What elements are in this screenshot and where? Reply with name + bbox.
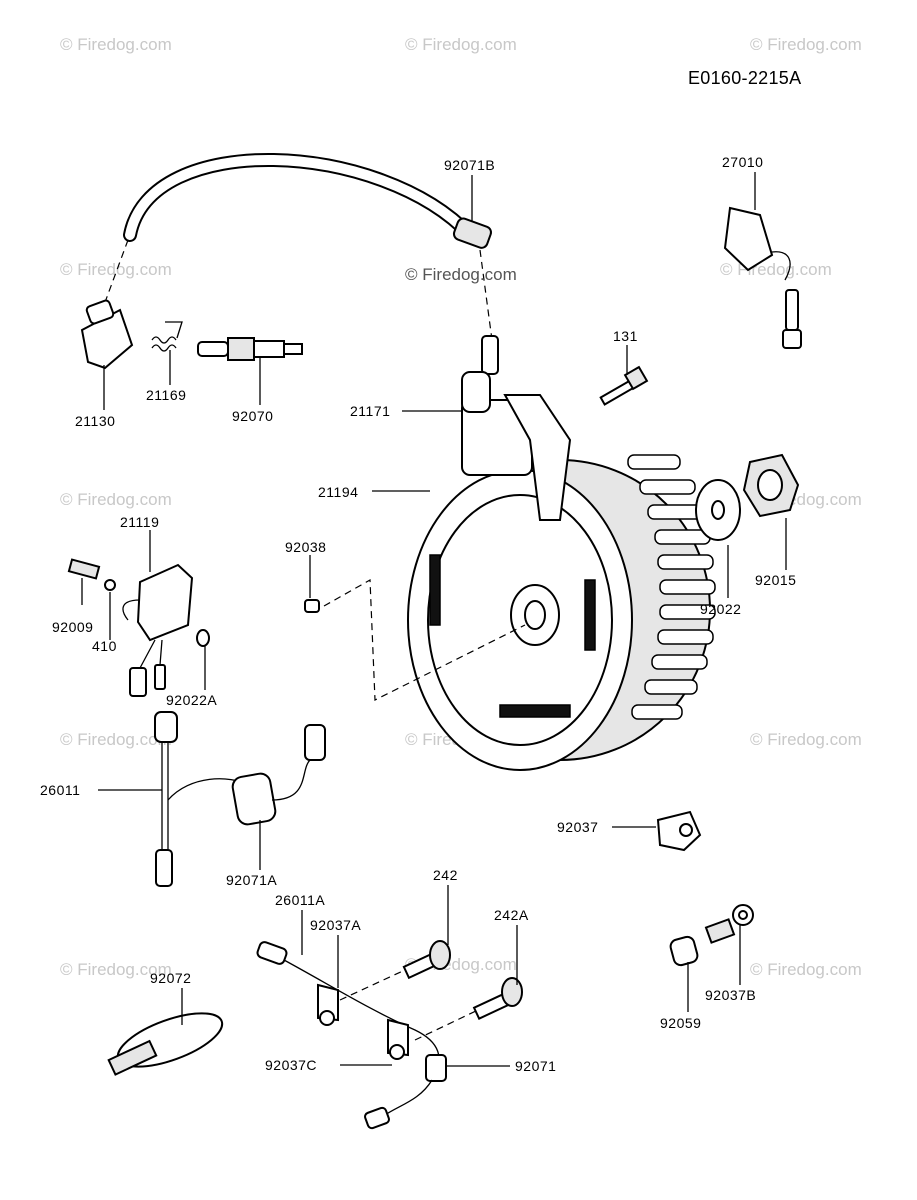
label-21119: 21119 xyxy=(120,514,159,530)
label-92022a: 92022A xyxy=(166,692,217,708)
watermark: © Firedog.com xyxy=(405,265,517,284)
watermark: © Firedog.com xyxy=(60,35,172,54)
flywheel xyxy=(407,454,716,771)
watermark: © Firedog.com xyxy=(405,35,517,54)
clamp xyxy=(656,810,702,852)
label-92038: 92038 xyxy=(285,539,326,555)
watermark: © Firedog.com xyxy=(60,260,172,279)
band xyxy=(107,1012,224,1076)
label-92070: 92070 xyxy=(232,408,273,424)
high-tension-cord xyxy=(103,153,499,375)
label-92037a: 92037A xyxy=(310,917,361,933)
watermark: © Firedog.com xyxy=(60,490,172,509)
plug-cap xyxy=(80,299,134,370)
label-131: 131 xyxy=(613,328,638,344)
label-92009: 92009 xyxy=(52,619,93,635)
label-21171: 21171 xyxy=(350,403,390,419)
label-27010: 27010 xyxy=(722,154,763,170)
label-92037c: 92037C xyxy=(265,1057,317,1073)
ignition-unit xyxy=(67,558,210,697)
terminal xyxy=(669,904,754,967)
label-26011: 26011 xyxy=(40,782,80,798)
watermark: © Firedog.com xyxy=(750,35,862,54)
label-21169: 21169 xyxy=(146,387,186,403)
leader-lines xyxy=(81,172,787,1067)
watermark: © Firedog.com xyxy=(750,960,862,979)
label-410: 410 xyxy=(92,638,117,654)
label-21130: 21130 xyxy=(75,413,115,429)
watermark: © Firedog.com xyxy=(60,960,172,979)
watermark-layer: © Firedog.com © Firedog.com © Firedog.co… xyxy=(60,35,862,979)
watermark: © Firedog.com xyxy=(720,260,832,279)
label-92037b: 92037B xyxy=(705,987,756,1003)
key xyxy=(304,578,526,701)
bolt-242 xyxy=(339,940,451,1001)
washer xyxy=(695,479,741,541)
label-21194: 21194 xyxy=(318,484,358,500)
nut xyxy=(742,453,800,518)
lead-wire xyxy=(154,711,326,887)
label-92022: 92022 xyxy=(700,601,741,617)
diagram-code: E0160-2215A xyxy=(688,68,801,88)
watermark: © Firedog.com xyxy=(60,730,172,749)
label-26011a: 26011A xyxy=(275,892,325,908)
label-92072: 92072 xyxy=(150,970,191,986)
bolt xyxy=(599,365,649,406)
label-242a: 242A xyxy=(494,907,529,923)
spark-plug xyxy=(197,337,303,361)
fuel-cock xyxy=(723,206,802,349)
label-92015: 92015 xyxy=(755,572,796,588)
watermark: © Firedog.com xyxy=(750,730,862,749)
label-92071a: 92071A xyxy=(226,872,277,888)
wire-harness xyxy=(256,941,447,1130)
label-92037: 92037 xyxy=(557,819,598,835)
ignition-coil xyxy=(461,371,572,521)
label-242: 242 xyxy=(433,867,458,883)
spring xyxy=(151,321,183,352)
bolt-242a xyxy=(414,977,523,1041)
label-92059: 92059 xyxy=(660,1015,701,1031)
part-labels: 92071B 27010 21130 21169 92070 131 21171… xyxy=(40,154,796,1074)
label-92071b: 92071B xyxy=(444,157,495,173)
label-92071: 92071 xyxy=(515,1058,556,1074)
